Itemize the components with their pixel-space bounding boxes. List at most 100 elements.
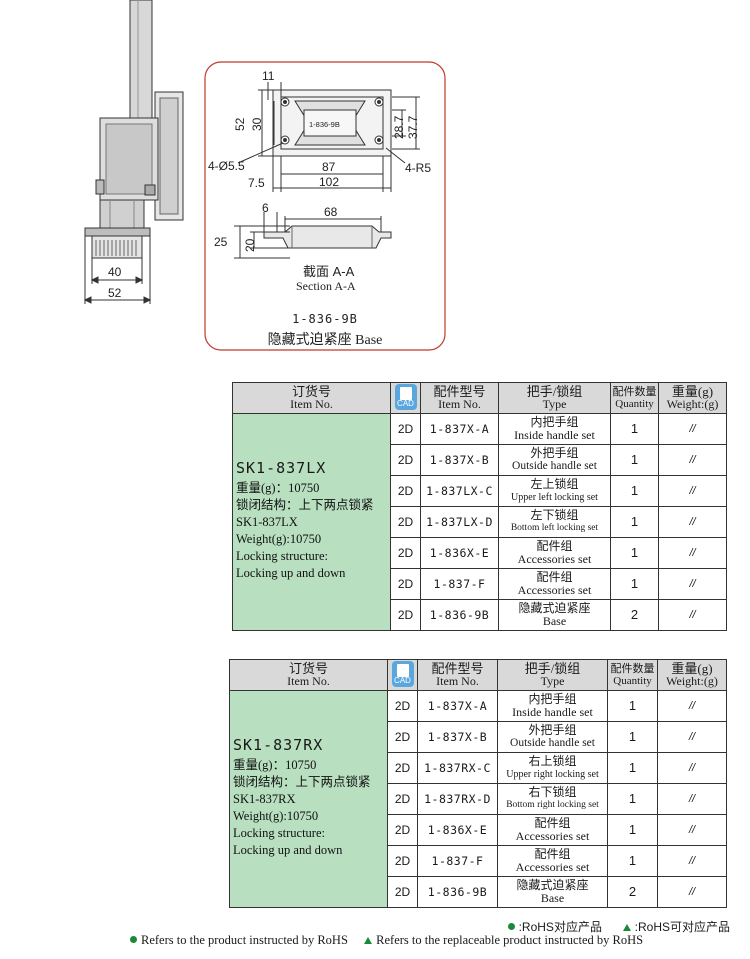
- quantity: 1: [607, 845, 658, 877]
- quantity: 1: [607, 752, 658, 784]
- technical-drawing: 40 52 1-836-9B 11 52 30 28.7 37.7 87 102…: [83, 0, 446, 351]
- dim-label: 28.7: [392, 115, 406, 139]
- part-number: 1-836-9B: [420, 599, 499, 631]
- cad-link[interactable]: 2D: [387, 690, 418, 722]
- table-row: SK1-837LX 重量(g)：10750 锁闭结构：上下两点锁紧 SK1-83…: [232, 413, 727, 631]
- rohs-legend-cn: :RoHS对应产品 :RoHS可对应产品: [507, 918, 730, 935]
- dim-label: 25: [214, 235, 228, 249]
- dim-label: 37.7: [406, 115, 420, 139]
- cad-link[interactable]: 2D: [390, 444, 421, 476]
- part-mark: 1-836-9B: [309, 120, 340, 129]
- quantity: 1: [607, 721, 658, 753]
- dim-label: 40: [108, 265, 122, 279]
- quantity: 2: [607, 876, 658, 908]
- cad-link[interactable]: 2D: [390, 568, 421, 600]
- part-number: 1-837LX-C: [420, 475, 499, 507]
- weight: //: [657, 814, 727, 846]
- weight: //: [657, 752, 727, 784]
- cad-link[interactable]: 2D: [387, 721, 418, 753]
- cad-link[interactable]: 2D: [387, 752, 418, 784]
- weight-header: 重量(g)Weight:(g): [658, 382, 727, 414]
- dim-label: 11: [262, 69, 275, 83]
- dim-label: 20: [243, 238, 257, 252]
- quantity: 1: [610, 475, 659, 507]
- part-number: 1-837-F: [420, 568, 499, 600]
- rohs-dot-icon: [130, 936, 137, 943]
- part-number: 1-836X-E: [417, 814, 498, 846]
- order-info-cell: SK1-837LX 重量(g)：10750 锁闭结构：上下两点锁紧 SK1-83…: [232, 413, 391, 631]
- weight-header: 重量(g)Weight:(g): [657, 659, 727, 691]
- lock-assembly-drawing: [83, 0, 184, 304]
- weight: //: [658, 413, 727, 445]
- cad-header: CAD: [390, 382, 421, 414]
- weight: //: [657, 845, 727, 877]
- base-section-view: [234, 212, 392, 259]
- cad-link[interactable]: 2D: [387, 783, 418, 815]
- cad-link[interactable]: 2D: [390, 413, 421, 445]
- quantity: 2: [610, 599, 659, 631]
- part-number: 1-837X-B: [420, 444, 499, 476]
- quantity: 1: [607, 690, 658, 722]
- cad-link[interactable]: 2D: [390, 599, 421, 631]
- part-number: 1-836-9B: [417, 876, 498, 908]
- weight: //: [657, 721, 727, 753]
- cad-header: CAD: [387, 659, 418, 691]
- rohs-triangle-icon: [622, 924, 631, 931]
- weight: //: [658, 599, 727, 631]
- part-number: 1-836X-E: [420, 537, 499, 569]
- quantity: 1: [610, 413, 659, 445]
- cad-link[interactable]: 2D: [390, 475, 421, 507]
- weight: //: [657, 876, 727, 908]
- cad-link[interactable]: 2D: [387, 814, 418, 846]
- part-number: 1-837X-A: [420, 413, 499, 445]
- part-number: 1-837RX-D: [417, 783, 498, 815]
- cad-icon: CAD: [394, 384, 417, 410]
- order-info-cell: SK1-837RX 重量(g)：10750 锁闭结构：上下两点锁紧 SK1-83…: [229, 690, 388, 908]
- order-code: SK1-837LX: [236, 459, 327, 477]
- weight: //: [657, 690, 727, 722]
- weight: //: [658, 444, 727, 476]
- dim-label: 87: [322, 160, 336, 174]
- quantity: 1: [610, 506, 659, 538]
- dim-label: 30: [250, 117, 264, 131]
- part-number: 1-837LX-D: [420, 506, 499, 538]
- cad-link[interactable]: 2D: [387, 876, 418, 908]
- dim-label: 68: [324, 205, 338, 219]
- cad-link[interactable]: 2D: [387, 845, 418, 877]
- base-top-view: [237, 82, 420, 192]
- dim-label: 7.5: [248, 176, 265, 190]
- weight: //: [658, 506, 727, 538]
- quantity: 1: [610, 568, 659, 600]
- order-code: SK1-837RX: [233, 736, 324, 754]
- weight: //: [658, 475, 727, 507]
- dim-label: 4-Ø5.5: [208, 159, 245, 173]
- rohs-legend-en: Refers to the product instructed by RoHS…: [130, 933, 643, 948]
- cad-link[interactable]: 2D: [390, 506, 421, 538]
- quantity: 1: [610, 444, 659, 476]
- dim-label: 4-R5: [405, 161, 431, 175]
- weight: //: [657, 783, 727, 815]
- quantity: 1: [607, 814, 658, 846]
- rohs-dot-icon: [507, 923, 515, 930]
- cad-link[interactable]: 2D: [390, 537, 421, 569]
- dim-label: 52: [108, 286, 122, 300]
